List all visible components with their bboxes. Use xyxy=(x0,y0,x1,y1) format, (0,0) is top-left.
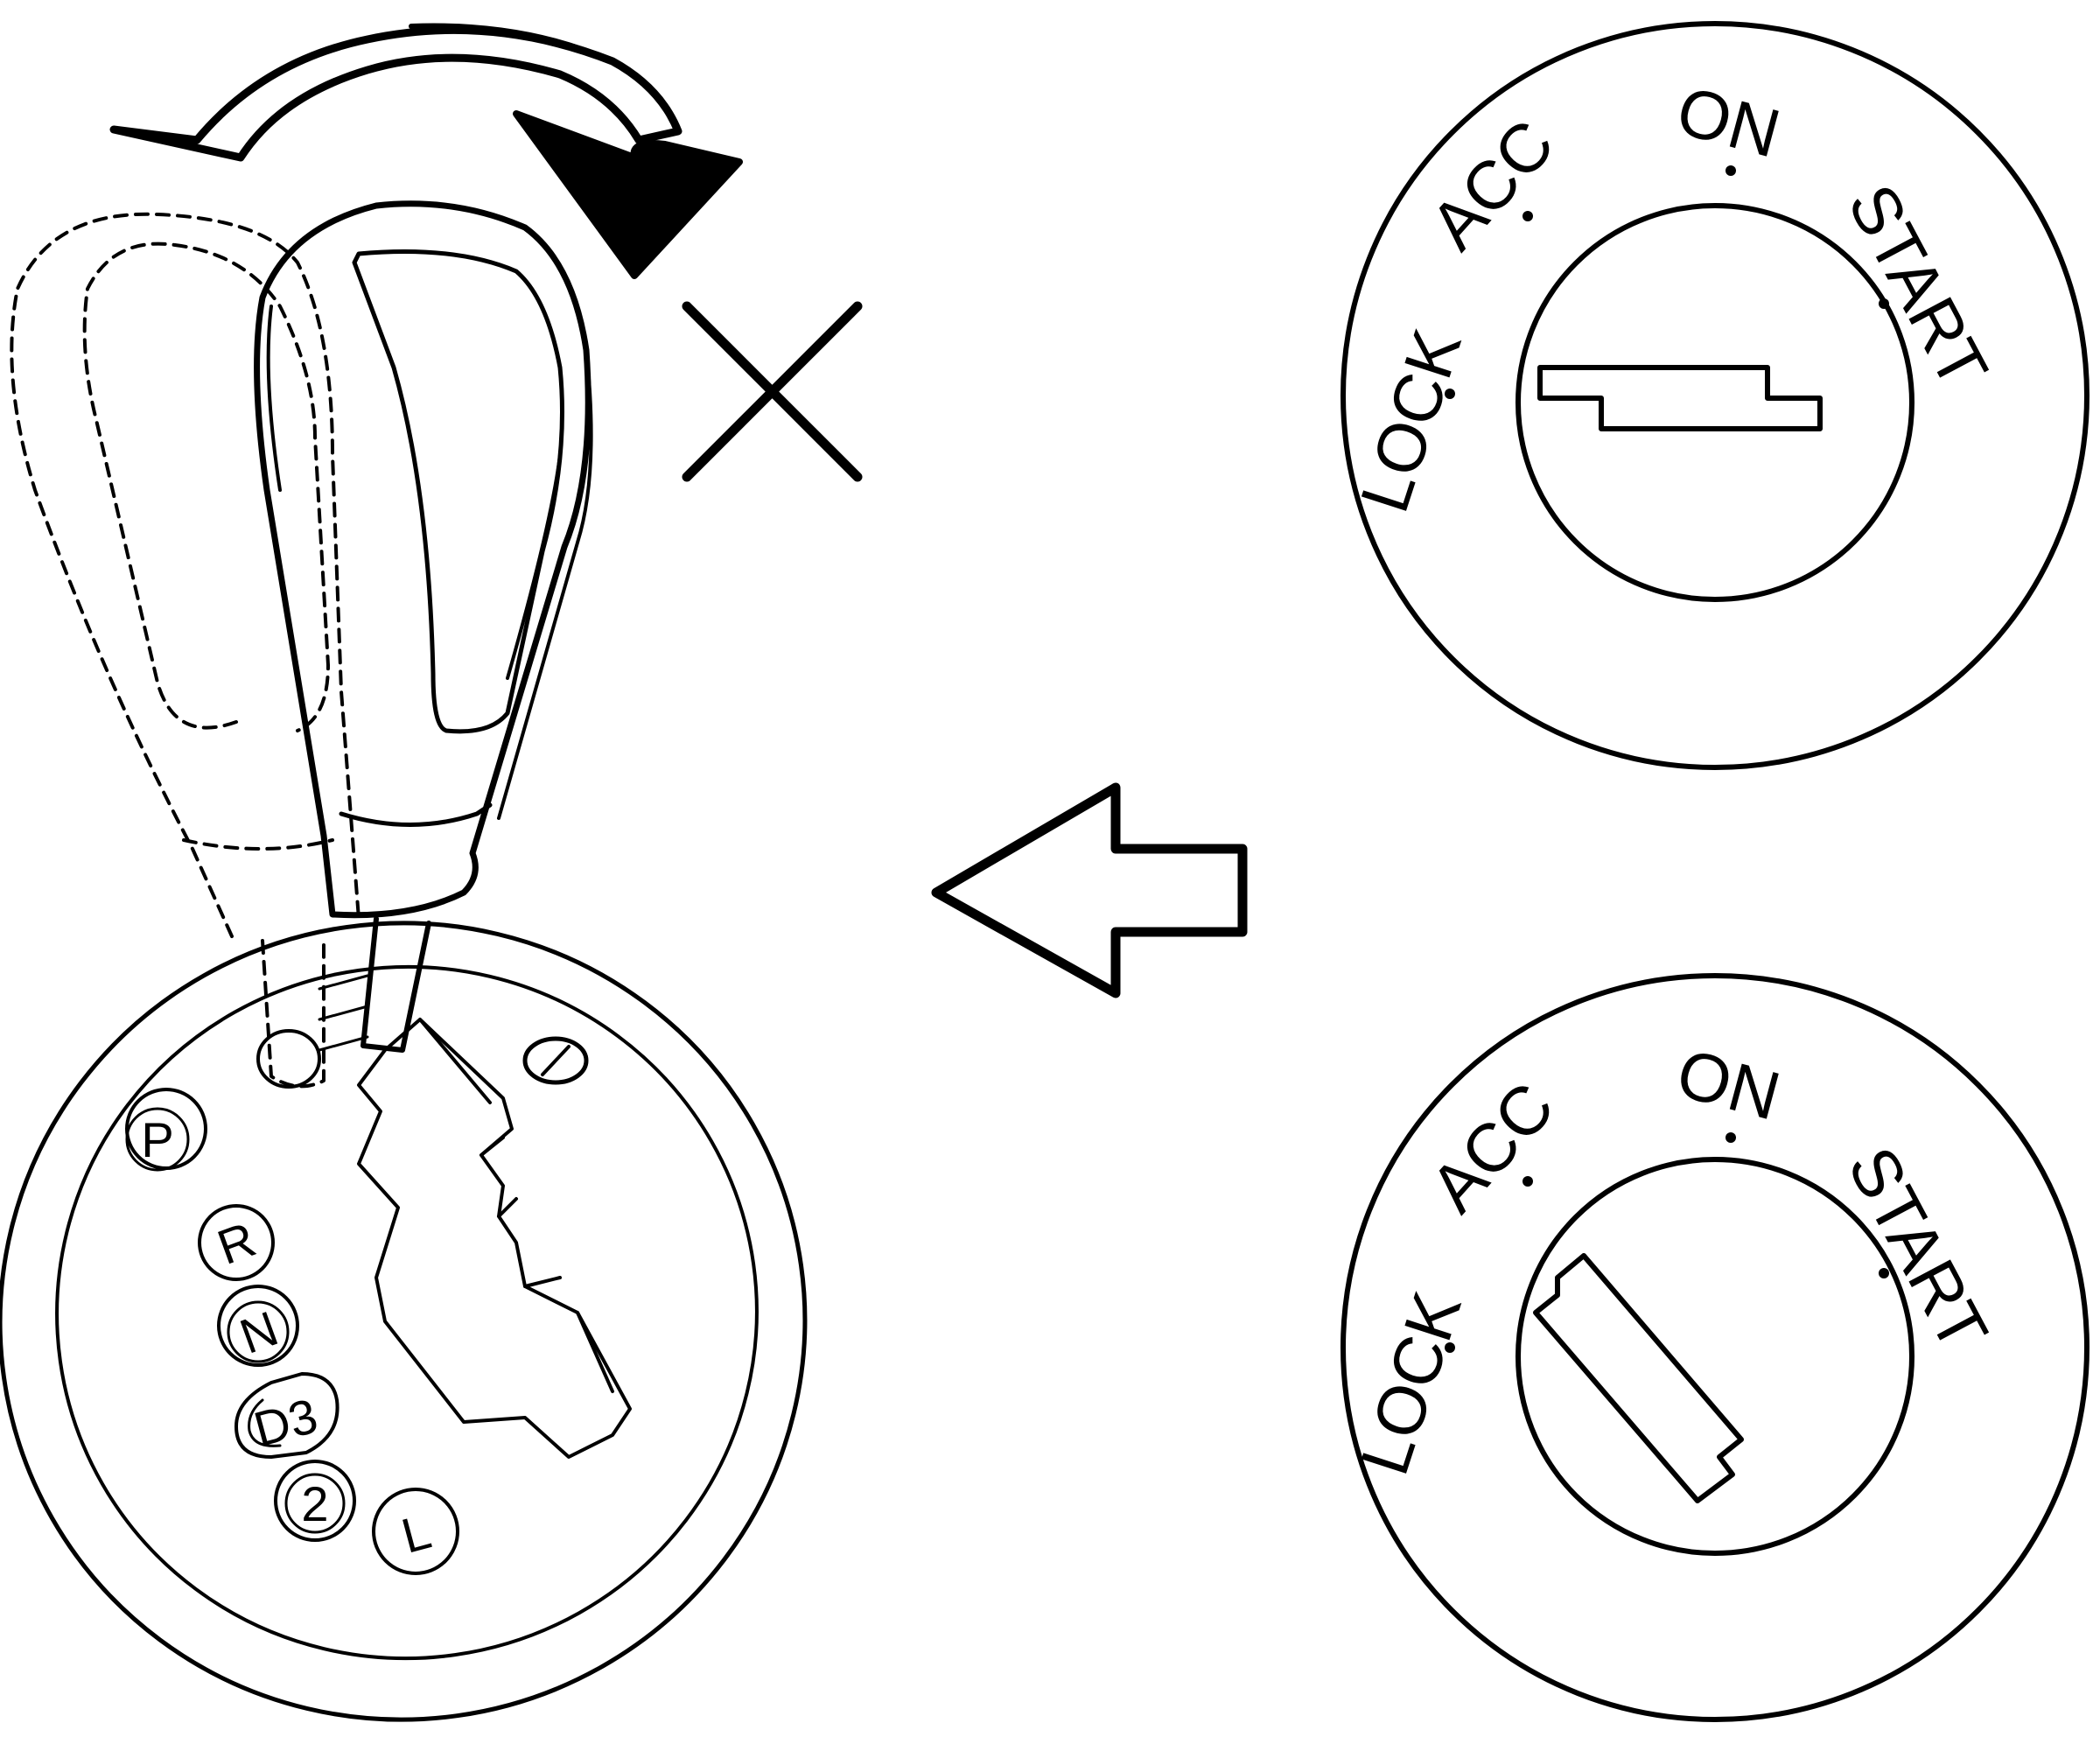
gear-indicator-2: 2 xyxy=(274,1460,356,1542)
dial-bottom-keyslot xyxy=(1533,1253,1744,1503)
gear-indicator-n: N xyxy=(217,1285,299,1367)
dial-top-dot-on xyxy=(1726,165,1736,176)
gear-indicator-d3: D3 xyxy=(234,1372,340,1459)
dial-top-label-acc: ACC xyxy=(1415,105,1569,263)
lever-stalk-hatch xyxy=(318,974,369,1052)
curved-arrow-icon xyxy=(109,23,743,279)
shift-gate-slot xyxy=(357,1018,632,1459)
gear-indicator-l: L xyxy=(372,1488,459,1575)
ignition-dial-bottom: LOCK ACC ON START xyxy=(1340,973,2090,1722)
left-arrow-icon xyxy=(931,782,1248,998)
dial-top-bezel xyxy=(1340,21,2090,770)
dial-bottom-dot-start xyxy=(1879,1268,1889,1278)
dial-bottom-label-on: ON xyxy=(1670,1033,1788,1134)
gear-indicator-p: P xyxy=(125,1088,207,1172)
gear-label-l: L xyxy=(396,1503,436,1564)
dial-bottom-bezel xyxy=(1340,973,2090,1722)
dial-top-keyslot xyxy=(1537,365,1823,431)
knob-collar xyxy=(339,802,493,827)
curved-arrow-head xyxy=(513,110,743,279)
dial-top-dot-start xyxy=(1879,298,1889,309)
console-button xyxy=(522,1036,589,1085)
shift-console: P R N D3 2 L xyxy=(0,916,808,1722)
gear-label-r: R xyxy=(210,1211,262,1275)
dial-bottom-cylinder xyxy=(1516,1157,1914,1556)
x-mark-icon xyxy=(682,301,863,482)
console-outer-ring xyxy=(0,921,808,1722)
dial-bottom-dot-lock xyxy=(1445,1342,1455,1353)
console-inner-ring xyxy=(55,964,759,1661)
gear-indicator-r: R xyxy=(198,1204,275,1281)
dial-bottom-dot-acc xyxy=(1522,1176,1533,1187)
shift-knob-ghost xyxy=(10,212,360,938)
dial-bottom-label-lock: LOCK xyxy=(1345,1283,1475,1483)
dial-bottom-label-start: START xyxy=(1833,1135,2003,1363)
gear-label-2: 2 xyxy=(301,1476,328,1531)
lever-stalk-ghost xyxy=(261,939,326,1089)
dial-bottom-label-acc: ACC xyxy=(1415,1068,1569,1226)
gate-detent-lines xyxy=(418,1018,614,1393)
gear-label-d3: D3 xyxy=(248,1388,323,1457)
dial-bottom-dot-on xyxy=(1726,1132,1736,1143)
gear-label-p: P xyxy=(141,1112,173,1167)
dial-top-dot-acc xyxy=(1522,211,1533,221)
console-button-line xyxy=(541,1045,570,1076)
dial-top-dot-lock xyxy=(1445,389,1455,399)
dial-top-label-start: START xyxy=(1833,172,2003,401)
ignition-dial-top: LOCK ACC ON START xyxy=(1340,21,2090,770)
lever-stalk xyxy=(360,916,431,1053)
slot-hole xyxy=(256,1029,321,1089)
dial-top-label-on: ON xyxy=(1670,71,1788,172)
shift-knob xyxy=(254,200,593,919)
dial-top-label-lock: LOCK xyxy=(1345,320,1475,521)
dial-top-cylinder xyxy=(1516,203,1914,602)
